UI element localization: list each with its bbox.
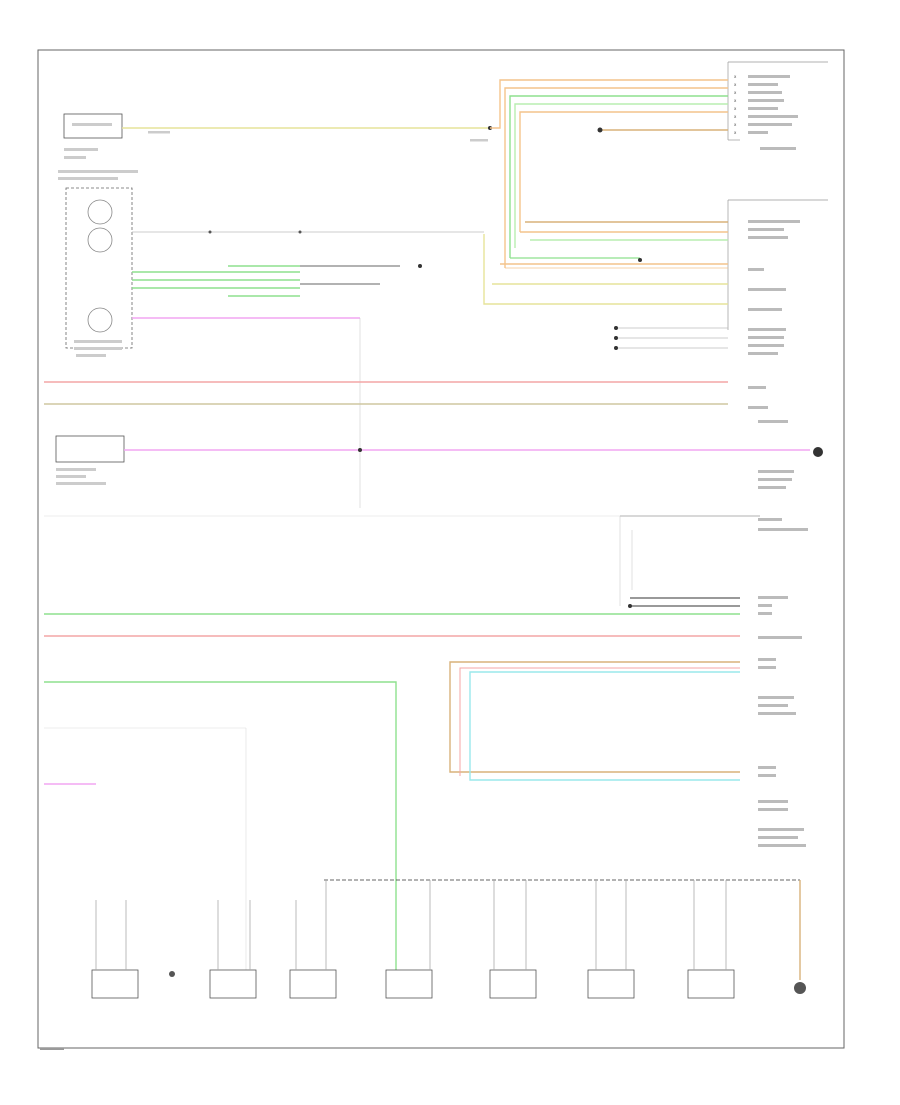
lower-left-switch-box [55, 435, 125, 463]
body-control-module-connector [727, 199, 828, 409]
svg-text:x: x [734, 114, 737, 119]
headlamp-switch-connector: xxx xxx xx [727, 61, 828, 150]
svg-text:x: x [734, 90, 737, 95]
lamp-row [91, 969, 735, 999]
svg-text:x: x [734, 106, 737, 111]
diagram-frame [37, 49, 845, 1049]
svg-text:x: x [734, 122, 737, 127]
overhead-console-lamp [65, 187, 133, 349]
svg-text:x: x [734, 98, 737, 103]
svg-text:x: x [734, 74, 737, 79]
svg-text:x: x [734, 82, 737, 87]
svg-text:x: x [734, 130, 737, 135]
